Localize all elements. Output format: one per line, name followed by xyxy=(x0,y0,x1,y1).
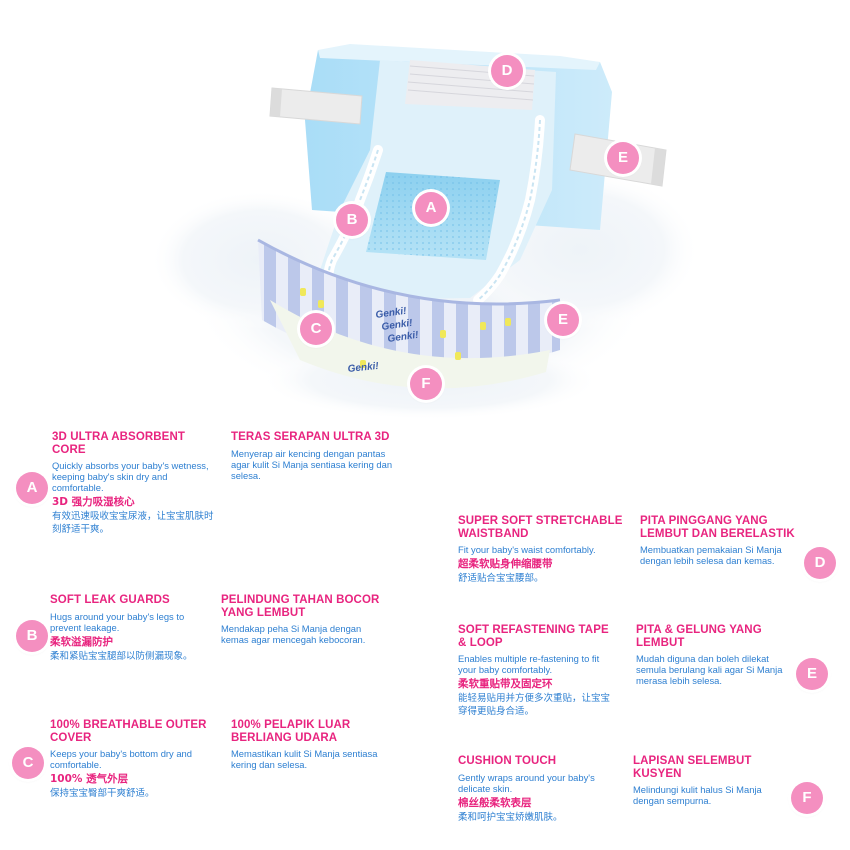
feature-e-malay: PITA & GELUNG YANG LEMBUT Mudah diguna d… xyxy=(636,624,786,686)
feature-f-ms-title: LAPISAN SELEMBUT KUSYEN xyxy=(633,755,752,780)
feature-b-zh-description: 柔和紧贴宝宝腿部以防侧漏现象。 xyxy=(50,650,193,662)
feature-e-description: Enables multiple re-fastening to fit you… xyxy=(458,653,600,675)
feature-c-zh-title: 100% 透气外层 xyxy=(50,773,129,785)
feature-d-zh-title: 超柔软贴身伸缩腰带 xyxy=(458,558,553,570)
feature-e-zh-title: 柔软重贴带及固定环 xyxy=(458,678,553,690)
diaper-front-band: Genki! Genki! Genki! Genki! xyxy=(257,238,561,389)
feature-e-english: SOFT REFASTENING TAPE & LOOP Enables mul… xyxy=(458,624,618,718)
diagram-marker-f: F xyxy=(410,368,442,400)
feature-b-title: SOFT LEAK GUARDS xyxy=(50,594,170,606)
feature-d-title: SUPER SOFT STRETCHABLE WAISTBAND xyxy=(458,515,623,540)
feature-b-malay: PELINDUNG TAHAN BOCOR YANG LEMBUT Mendak… xyxy=(221,594,386,645)
feature-f-title: CUSHION TOUCH xyxy=(458,755,557,767)
legend-marker-c: C xyxy=(12,747,44,779)
feature-d-malay: PITA PINGGANG YANG LEMBUT DAN BERELASTIK… xyxy=(640,515,800,566)
feature-d-ms-title: PITA PINGGANG YANG LEMBUT DAN BERELASTIK xyxy=(640,515,795,540)
feature-f-zh-title: 棉丝般柔软表层 xyxy=(458,796,532,809)
feature-b-zh-title: 柔软溢漏防护 xyxy=(50,635,113,648)
feature-b-ms-description: Mendakap peha Si Manja dengan kemas agar… xyxy=(221,623,366,645)
feature-c-english: 100% BREATHABLE OUTER COVER Keeps your b… xyxy=(50,719,215,800)
feature-b-description: Hugs around your baby's legs to prevent … xyxy=(50,610,185,633)
legend-marker-e: E xyxy=(796,658,828,690)
diagram-marker-e-loop: E xyxy=(547,304,579,336)
feature-f-malay: LAPISAN SELEMBUT KUSYEN Melindungi kulit… xyxy=(633,755,783,806)
feature-c-ms-description: Memastikan kulit Si Manja sentiasa kerin… xyxy=(231,748,378,770)
feature-e-zh-description: 能轻易贴用并方便多次重贴，让宝宝穿得更贴身合适。 xyxy=(458,693,611,717)
feature-d-english: SUPER SOFT STRETCHABLE WAISTBAND Fit you… xyxy=(458,515,628,585)
feature-f-zh-description: 柔和呵护宝宝娇嫩肌肤。 xyxy=(458,811,563,823)
feature-a-description: Quickly absorbs your baby's wetness, kee… xyxy=(52,460,209,493)
brand-label-2: Genki! xyxy=(381,318,414,333)
feature-a-ms-title: TERAS SERAPAN ULTRA 3D xyxy=(231,431,390,443)
feature-a-title: 3D ULTRA ABSORBENT CORE xyxy=(52,431,185,456)
diagram-marker-d: D xyxy=(491,55,523,87)
feature-a-zh-description: 有效迅速吸收宝宝尿液，让宝宝肌肤时刻舒适干爽。 xyxy=(52,511,214,535)
feature-f-english: CUSHION TOUCH Gently wraps around your b… xyxy=(458,755,618,824)
feature-a-malay: TERAS SERAPAN ULTRA 3D Menyerap air kenc… xyxy=(231,431,396,481)
side-tape-left xyxy=(269,87,363,125)
feature-c-description: Keeps your baby's bottom dry and comfort… xyxy=(50,748,192,770)
feature-f-description: Gently wraps around your baby's delicate… xyxy=(458,771,595,794)
feature-e-title: SOFT REFASTENING TAPE & LOOP xyxy=(458,624,609,649)
diagram-marker-e-tape: E xyxy=(607,142,639,174)
diagram-marker-a: A xyxy=(415,192,447,224)
feature-c-zh-description: 保持宝宝臀部干爽舒适。 xyxy=(50,788,155,799)
legend-marker-b: B xyxy=(16,620,48,652)
brand-label-1: Genki! xyxy=(375,306,408,321)
diagram-marker-c: C xyxy=(300,313,332,345)
brand-label-4: Genki! xyxy=(347,361,380,375)
feature-b-ms-title: PELINDUNG TAHAN BOCOR YANG LEMBUT xyxy=(221,594,380,619)
feature-c-malay: 100% PELAPIK LUAR BERLIANG UDARA Memasti… xyxy=(231,719,386,770)
feature-d-ms-description: Membuatkan pemakaian Si Manja dengan leb… xyxy=(640,544,782,566)
legend-marker-a: A xyxy=(16,472,48,504)
feature-a-ms-description: Menyerap air kencing dengan pantas agar … xyxy=(231,447,393,481)
feature-e-ms-description: Mudah diguna dan boleh dilekat semula be… xyxy=(636,653,783,686)
feature-e-ms-title: PITA & GELUNG YANG LEMBUT xyxy=(636,624,762,649)
feature-a-english: 3D ULTRA ABSORBENT CORE Quickly absorbs … xyxy=(52,431,217,536)
feature-d-zh-description: 舒适贴合宝宝腰部。 xyxy=(458,573,544,584)
brand-label-3: Genki! xyxy=(387,330,420,345)
feature-c-title: 100% BREATHABLE OUTER COVER xyxy=(50,719,207,744)
feature-c-ms-title: 100% PELAPIK LUAR BERLIANG UDARA xyxy=(231,719,351,744)
feature-d-description: Fit your baby's waist comfortably. xyxy=(458,544,596,555)
legend-marker-d: D xyxy=(804,547,836,579)
feature-b-english: SOFT LEAK GUARDS Hugs around your baby's… xyxy=(50,594,215,663)
legend-marker-f: F xyxy=(791,782,823,814)
feature-f-ms-description: Melindungi kulit halus Si Manja dengan s… xyxy=(633,784,762,806)
feature-a-zh-title: 3D 强力吸湿核心 xyxy=(52,496,135,508)
diagram-marker-b: B xyxy=(336,204,368,236)
